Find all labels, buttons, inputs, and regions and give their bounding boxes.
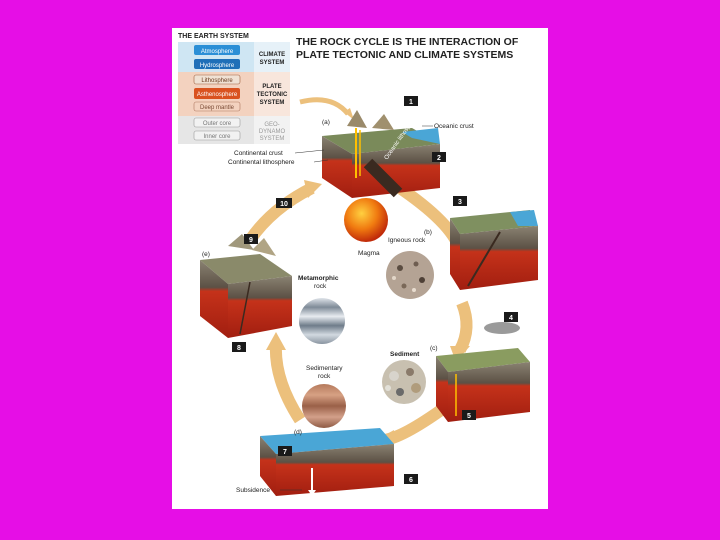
- metamorphic-rock-sample: [299, 298, 345, 344]
- block-a: [322, 110, 440, 198]
- block-c-cloud: [484, 322, 520, 334]
- plate-system-line2: TECTONIC: [257, 92, 288, 98]
- block-e-side-front: [228, 276, 292, 338]
- step-number-2: 2: [437, 155, 441, 162]
- earth-system-panel: THE EARTH SYSTEM Atmosphere Hydrosphere …: [178, 33, 290, 144]
- sedimentary-label-2: rock: [318, 373, 331, 380]
- step-number-7: 7: [283, 449, 287, 456]
- step-number-9: 9: [249, 237, 253, 244]
- continental-crust-leader: [295, 150, 324, 153]
- sediment-disc: [382, 360, 426, 404]
- inner-core-label: Inner core: [203, 134, 231, 140]
- outer-core-label: Outer core: [203, 121, 232, 127]
- igneous-speck: [412, 288, 416, 292]
- title-line-2: PLATE TECTONIC AND CLIMATE SYSTEMS: [296, 49, 513, 61]
- title-line-1: THE ROCK CYCLE IS THE INTERACTION OF: [296, 36, 519, 48]
- panel-c-label: (c): [430, 345, 438, 352]
- sedimentary-rock-sample: [302, 384, 346, 428]
- igneous-speck: [397, 265, 403, 271]
- block-c-side-front: [448, 362, 530, 422]
- plate-system-line1: PLATE: [262, 84, 281, 90]
- igneous-speck: [414, 262, 419, 267]
- continental-lithosphere-label: Continental lithosphere: [228, 159, 295, 166]
- igneous-speck: [402, 284, 407, 289]
- oceanic-crust-label: Oceanic crust: [434, 123, 474, 130]
- sediment-pebble: [389, 371, 399, 381]
- continental-crust-label: Continental crust: [234, 150, 283, 157]
- climate-system-line2: SYSTEM: [260, 60, 285, 66]
- deep-mantle-label: Deep mantle: [200, 105, 235, 111]
- magma-label: Magma: [358, 250, 380, 257]
- metamorphic-label-2: rock: [314, 283, 327, 290]
- igneous-rock-disc: [386, 251, 434, 299]
- sedimentary-label-1: Sedimentary: [306, 365, 343, 372]
- sediment-pebble: [385, 385, 391, 391]
- connector-arrow: [300, 100, 348, 114]
- panel-e-label: (e): [202, 251, 210, 258]
- atmosphere-label: Atmosphere: [201, 49, 234, 55]
- step-number-6: 6: [409, 477, 413, 484]
- geodynamo-line3: SYSTEM: [260, 136, 285, 142]
- step-number-5: 5: [467, 413, 471, 420]
- magma-sphere: [344, 198, 388, 242]
- sediment-pebble: [396, 388, 404, 396]
- sediment-label: Sediment: [390, 351, 420, 358]
- arrowhead-e: [266, 332, 286, 350]
- plate-system-line3: SYSTEM: [260, 100, 285, 106]
- igneous-rock-sample: [386, 251, 434, 299]
- sediment-sample: [382, 360, 426, 404]
- arrow-b-to-c: [460, 303, 467, 350]
- step-number-4: 4: [509, 315, 513, 322]
- block-d: [260, 428, 394, 496]
- block-b: [450, 210, 538, 290]
- sediment-pebble: [406, 368, 414, 376]
- igneous-rock-label: Igneous rock: [388, 237, 426, 244]
- step-number-8: 8: [237, 345, 241, 352]
- lithosphere-label: Lithosphere: [201, 78, 233, 84]
- panel-d-label: (d): [294, 429, 302, 436]
- subsidence-label: Subsidence: [236, 487, 270, 494]
- geodynamo-line1: GEO-: [264, 122, 279, 128]
- igneous-speck: [392, 276, 396, 280]
- block-a-mountain: [372, 114, 394, 130]
- earth-system-heading: THE EARTH SYSTEM: [178, 33, 249, 40]
- rock-cycle-diagram: THE EARTH SYSTEM Atmosphere Hydrosphere …: [172, 28, 548, 509]
- step-number-3: 3: [458, 199, 462, 206]
- metamorphic-label-1: Metamorphic: [298, 275, 339, 282]
- block-c: [436, 322, 530, 422]
- step-number-1: 1: [409, 99, 413, 106]
- panel-b-label: (b): [424, 229, 432, 236]
- rock-cycle-figure: THE EARTH SYSTEM Atmosphere Hydrosphere …: [172, 28, 548, 509]
- igneous-speck: [419, 277, 425, 283]
- arrow-e-to-a: [250, 188, 312, 240]
- asthenosphere-label: Asthenosphere: [197, 92, 238, 98]
- sediment-pebble: [411, 383, 421, 393]
- arrow-d-to-e: [276, 344, 300, 420]
- step-number-10: 10: [280, 201, 288, 208]
- hydrosphere-label: Hydrosphere: [200, 63, 235, 69]
- block-e: [200, 234, 292, 338]
- panel-a-label: (a): [322, 119, 330, 126]
- climate-system-line1: CLIMATE: [259, 52, 285, 58]
- geodynamo-line2: DYNAMO: [259, 129, 286, 135]
